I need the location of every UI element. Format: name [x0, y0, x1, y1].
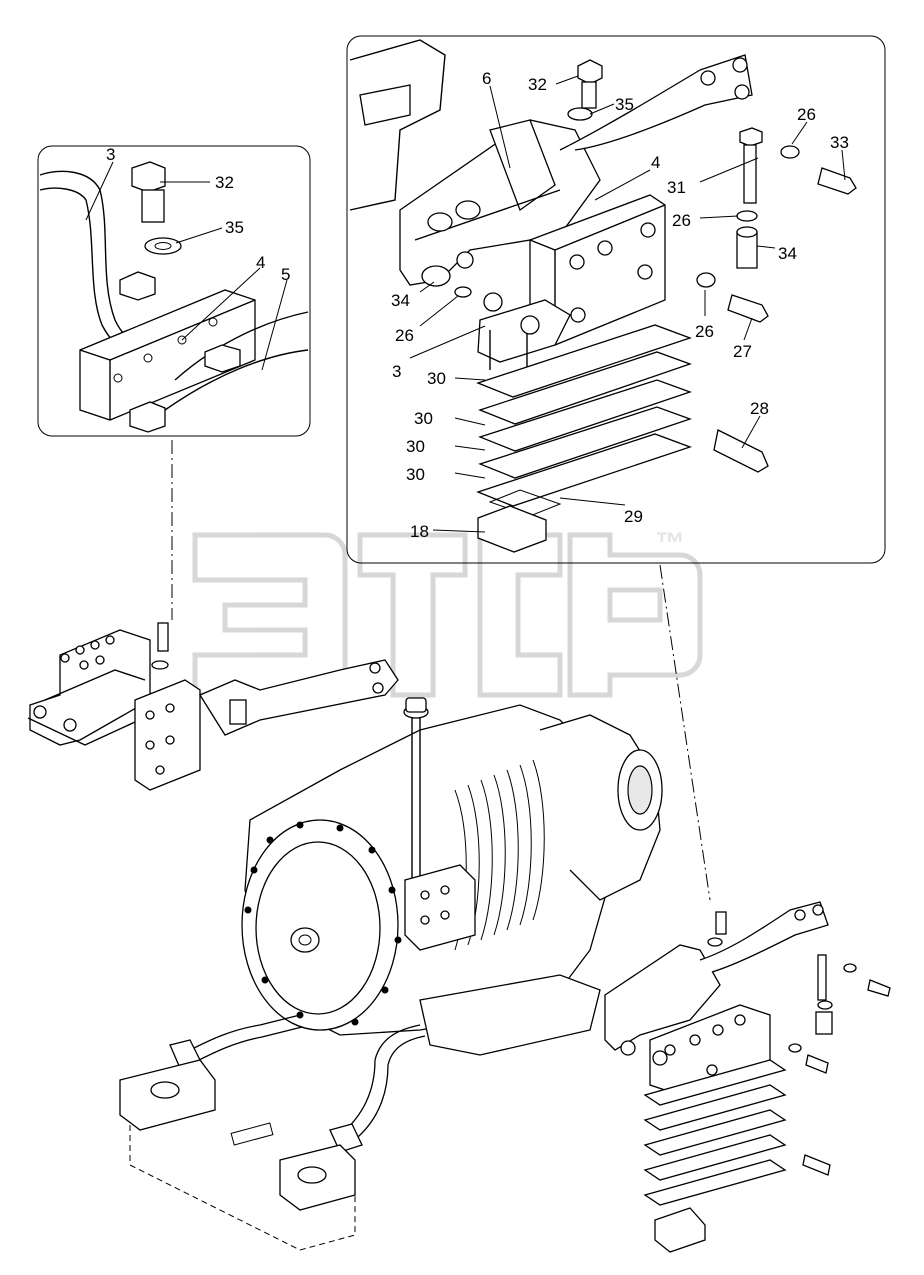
label-32-r: 32 — [528, 75, 547, 94]
inset-left-frame — [37, 145, 311, 437]
label-34-a: 34 — [778, 244, 797, 263]
label-5: 5 — [281, 265, 290, 284]
inset-left-detail: 3 32 35 4 5 — [37, 145, 311, 437]
label-6: 6 — [482, 69, 491, 88]
label-30-a: 30 — [427, 369, 446, 388]
label-30-c: 30 — [406, 437, 425, 456]
watermark-tm: ™ — [655, 527, 685, 560]
label-28: 28 — [750, 399, 769, 418]
label-26-c: 26 — [395, 326, 414, 345]
watermark-logo: ™ — [192, 527, 703, 698]
label-30-b: 30 — [414, 409, 433, 428]
label-34-b: 34 — [391, 291, 410, 310]
label-3: 3 — [106, 145, 115, 164]
label-3-r: 3 — [392, 362, 401, 381]
transmission-housing — [241, 697, 663, 1056]
inset-right-detail: 6 32 35 26 33 4 31 26 34 34 26 26 27 3 3… — [346, 35, 886, 564]
label-30-d: 30 — [406, 465, 425, 484]
label-33: 33 — [830, 133, 849, 152]
label-35: 35 — [225, 218, 244, 237]
right-mount-assembly — [604, 901, 891, 1253]
label-26-d: 26 — [695, 322, 714, 341]
cooler-and-hoses — [119, 1014, 426, 1251]
inset-right-frame — [346, 35, 886, 564]
label-32: 32 — [215, 173, 234, 192]
label-31: 31 — [667, 178, 686, 197]
label-26-a: 26 — [797, 105, 816, 124]
label-18: 18 — [410, 522, 429, 541]
label-27: 27 — [733, 342, 752, 361]
label-35-r: 35 — [615, 95, 634, 114]
label-4-r: 4 — [651, 153, 660, 172]
label-29: 29 — [624, 507, 643, 526]
left-mount-assembly — [27, 622, 399, 791]
label-26-b: 26 — [672, 211, 691, 230]
label-4: 4 — [256, 253, 265, 272]
